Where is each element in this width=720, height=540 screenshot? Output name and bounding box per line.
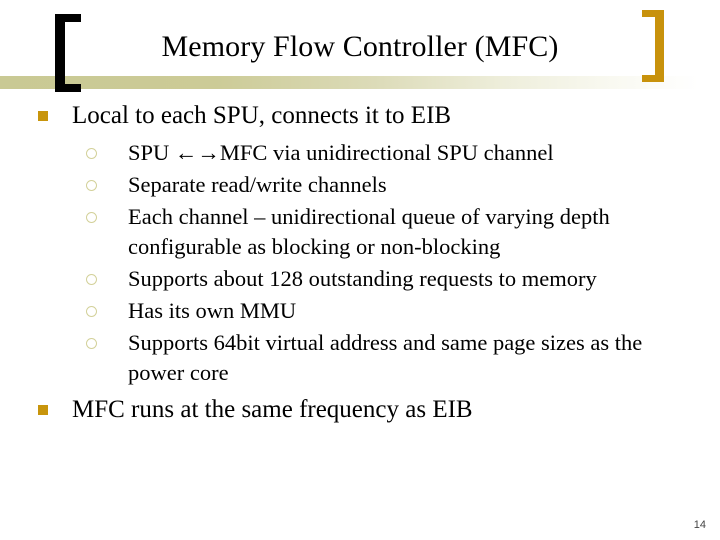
left-bracket-decoration <box>55 14 81 92</box>
bullet-level1-label: MFC runs at the same frequency as EIB <box>72 396 473 423</box>
square-bullet-icon <box>30 394 72 415</box>
page-number: 14 <box>693 519 706 531</box>
bullet-level2: SPU ←→MFC via unidirectional SPU channel <box>30 138 694 168</box>
circle-bullet-icon <box>30 296 128 317</box>
bullet-level2: Separate read/write channels <box>30 170 694 200</box>
circle-bullet-icon <box>30 138 128 159</box>
page-title: Memory Flow Controller (MFC) <box>161 30 559 63</box>
bullet-level2-label: Has its own MMU <box>128 298 297 323</box>
bullet-level1: MFC runs at the same frequency as EIB <box>30 394 694 426</box>
bullet-level2-label: Each channel – unidirectional queue of v… <box>128 204 610 259</box>
bullet-level2: Supports 64bit virtual address and same … <box>30 328 694 388</box>
square-bullet-icon <box>30 100 72 121</box>
circle-bullet-icon <box>30 202 128 223</box>
bullet-level2: Each channel – unidirectional queue of v… <box>30 202 694 262</box>
bullet-level2-label: Separate read/write channels <box>128 172 387 197</box>
title-underline-bar <box>0 76 720 89</box>
bullet-sublist: SPU ←→MFC via unidirectional SPU channel… <box>30 138 694 388</box>
bullet-level2-label: Supports about 128 outstanding requests … <box>128 266 597 291</box>
bullet-level1: Local to each SPU, connects it to EIB <box>30 100 694 132</box>
circle-bullet-icon <box>30 170 128 191</box>
right-bracket-decoration <box>642 10 664 82</box>
bullet-level2-label: SPU ←→MFC via unidirectional SPU channel <box>128 140 554 165</box>
bullet-level2: Supports about 128 outstanding requests … <box>30 264 694 294</box>
bullet-level2: Has its own MMU <box>30 296 694 326</box>
bullet-level2-label: Supports 64bit virtual address and same … <box>128 330 643 385</box>
bullet-level1-label: Local to each SPU, connects it to EIB <box>72 102 452 129</box>
circle-bullet-icon <box>30 264 128 285</box>
slide-body: Local to each SPU, connects it to EIB SP… <box>30 100 694 432</box>
circle-bullet-icon <box>30 328 128 349</box>
